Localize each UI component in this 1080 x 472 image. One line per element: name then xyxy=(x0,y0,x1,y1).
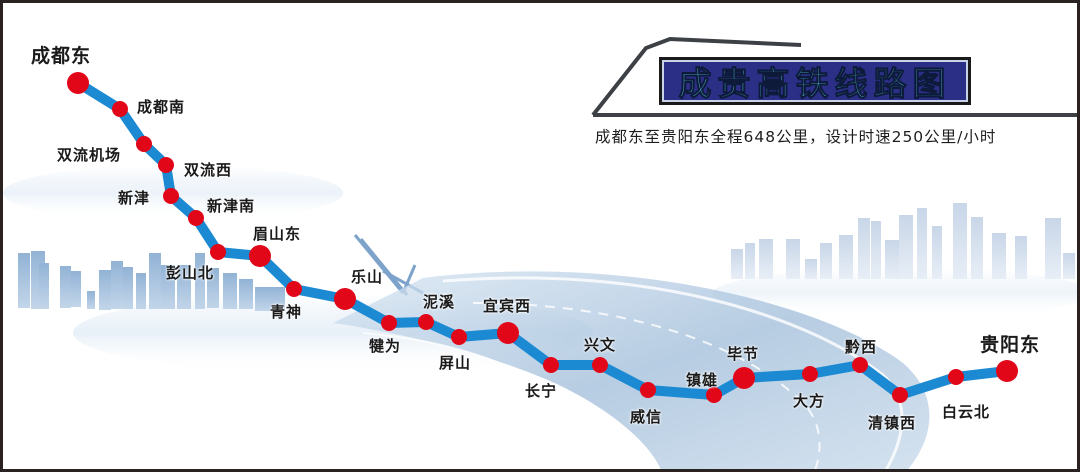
station-label: 毕节 xyxy=(727,345,760,363)
station-label: 宜宾西 xyxy=(483,297,532,315)
station-marker[interactable] xyxy=(802,366,818,382)
station-label: 泥溪 xyxy=(423,293,456,311)
station-label: 青神 xyxy=(270,303,303,321)
station-marker[interactable] xyxy=(451,329,467,345)
station-dots xyxy=(67,72,1018,403)
title-decoration-lines xyxy=(591,36,1077,117)
station-marker[interactable] xyxy=(334,288,356,310)
city-skyline-right xyxy=(731,203,1075,279)
station-label: 成都南 xyxy=(137,98,186,116)
station-marker[interactable] xyxy=(112,101,128,117)
station-marker[interactable] xyxy=(158,157,174,173)
station-marker[interactable] xyxy=(67,72,89,94)
station-label: 长宁 xyxy=(525,382,558,400)
station-marker[interactable] xyxy=(543,357,559,373)
station-marker[interactable] xyxy=(892,387,908,403)
station-marker[interactable] xyxy=(418,314,434,330)
station-label: 威信 xyxy=(630,408,663,426)
station-marker[interactable] xyxy=(640,382,656,398)
station-label: 兴文 xyxy=(584,336,617,354)
station-marker[interactable] xyxy=(996,360,1018,382)
station-label: 新津南 xyxy=(207,197,256,215)
station-label: 清镇西 xyxy=(868,414,917,432)
station-label: 乐山 xyxy=(351,268,384,286)
station-label: 犍为 xyxy=(369,337,402,355)
station-marker[interactable] xyxy=(592,357,608,373)
station-marker[interactable] xyxy=(136,136,152,152)
station-label: 成都东 xyxy=(31,45,92,67)
station-marker[interactable] xyxy=(381,315,397,331)
station-label: 白云北 xyxy=(942,403,991,421)
station-label: 贵阳东 xyxy=(980,334,1041,356)
station-label: 屏山 xyxy=(439,354,472,372)
station-marker[interactable] xyxy=(286,281,302,297)
station-label: 眉山东 xyxy=(253,225,302,243)
station-marker[interactable] xyxy=(497,322,519,344)
station-marker[interactable] xyxy=(706,387,722,403)
route-summary: 成都东至贵阳东全程648公里，设计时速250公里/小时 xyxy=(595,128,997,146)
station-label: 新津 xyxy=(118,189,151,207)
page-title: 成贵高铁线路图 xyxy=(678,64,952,104)
station-marker[interactable] xyxy=(163,188,179,204)
station-label: 双流西 xyxy=(184,161,233,179)
station-label: 镇雄 xyxy=(686,371,719,389)
map-background xyxy=(3,36,1077,469)
station-marker[interactable] xyxy=(948,369,964,385)
station-marker[interactable] xyxy=(249,245,271,267)
station-marker[interactable] xyxy=(210,244,226,260)
station-marker[interactable] xyxy=(733,367,755,389)
title-plate: 成贵高铁线路图 xyxy=(659,57,971,105)
station-marker[interactable] xyxy=(188,210,204,226)
station-marker[interactable] xyxy=(852,357,868,373)
station-label: 黔西 xyxy=(845,338,878,356)
station-label: 大方 xyxy=(793,392,826,410)
city-skyline-left xyxy=(18,251,285,311)
station-label: 双流机场 xyxy=(57,146,122,164)
station-label: 彭山北 xyxy=(166,264,215,282)
curved-rail-track-decoration xyxy=(333,271,930,469)
